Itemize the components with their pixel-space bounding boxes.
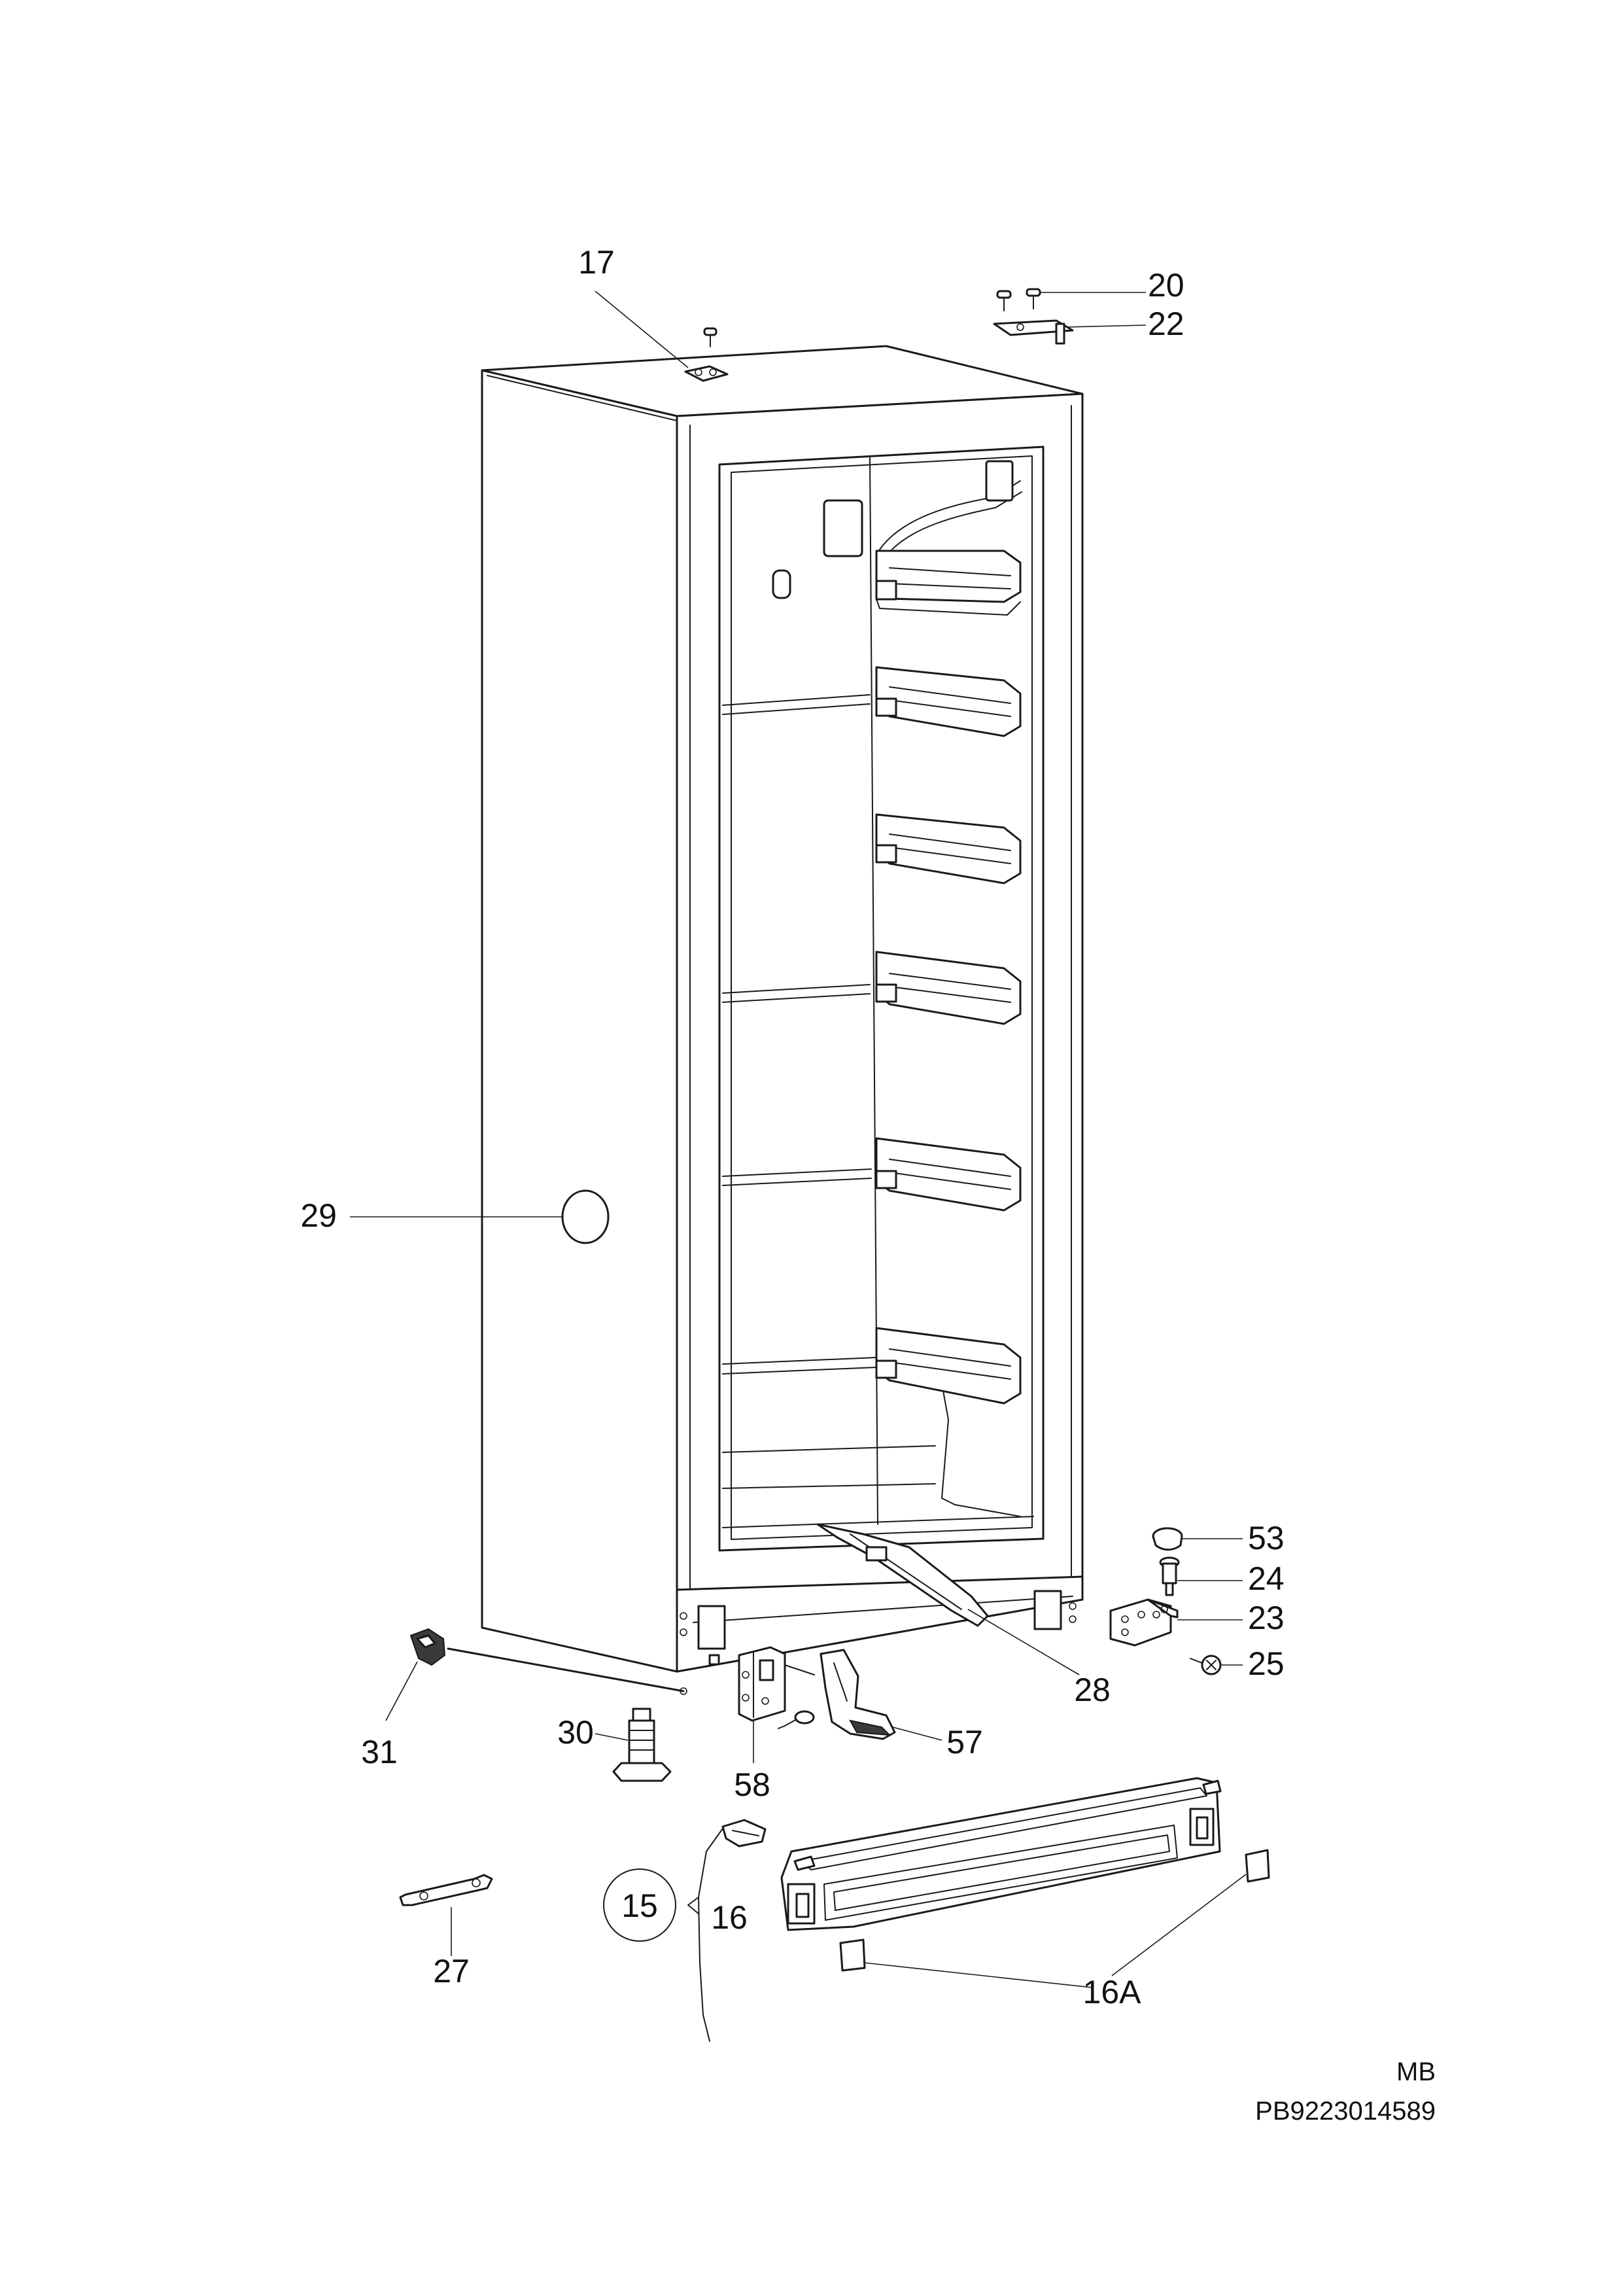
door-hinge-58 [738,1646,815,1729]
handle-end-caps-16a [839,1849,1270,1972]
footer-code: MB [1396,2058,1436,2086]
label-57: 57 [946,1724,983,1761]
label-31: 31 [361,1734,398,1770]
label-53: 53 [1248,1520,1285,1556]
label-22: 22 [1148,306,1184,342]
label-25: 25 [1248,1645,1285,1682]
label-20: 20 [1148,267,1184,304]
hinge-screws-20 [996,288,1041,311]
label-15: 15 [621,1887,658,1924]
handle-clip-16 [721,1819,767,1848]
cabinet-base [676,1575,1084,1673]
hinge-bracket-22 [993,319,1074,345]
part-labels: 17 20 22 29 53 24 23 25 28 31 30 58 57 1… [300,244,1284,2010]
bottom-guide-28 [816,1523,989,1627]
label-24: 24 [1248,1560,1285,1597]
side-plug-29 [561,1189,610,1244]
label-17: 17 [578,244,615,281]
hinge-cap-53 [1152,1527,1183,1551]
adjustable-foot-30 [612,1708,672,1782]
door-stop-57 [820,1649,896,1740]
label-58: 58 [734,1766,770,1803]
top-hinge-plate-17 [684,327,729,382]
hinge-pin-24 [1159,1556,1180,1596]
handle-15 [780,1777,1222,1931]
footer-document-number: PB9223014589 [1255,2097,1436,2126]
label-28: 28 [1074,1672,1111,1708]
label-30: 30 [557,1714,594,1751]
document-footer: MB PB9223014589 [1255,2058,1436,2126]
wrench-27 [399,1874,493,1906]
bottom-hinge-23 [1109,1598,1179,1647]
label-16a: 16A [1083,1974,1142,2010]
callout-circle-15 [603,1868,676,1942]
cable-31 [409,1628,687,1695]
hinge-screw-25 [1190,1655,1222,1675]
leader-lines [350,290,1247,1988]
group-bracket-15 [603,1828,723,2042]
label-16: 16 [711,1899,748,1936]
label-27: 27 [433,1953,470,1989]
label-29: 29 [300,1197,337,1234]
label-23: 23 [1248,1600,1285,1636]
shelf-supports [875,550,1022,1405]
